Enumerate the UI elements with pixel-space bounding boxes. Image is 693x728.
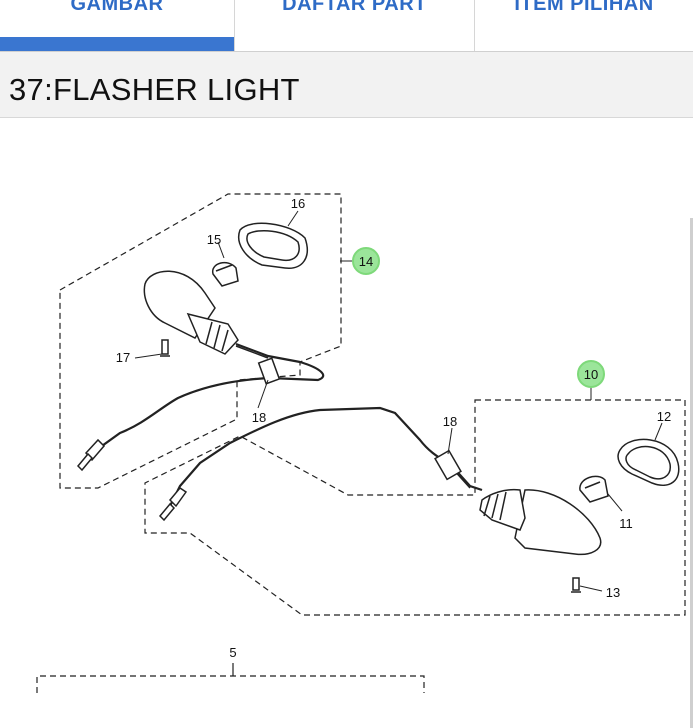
- page-header: 37:FLASHER LIGHT: [0, 52, 693, 118]
- assembly-14-outline: [59, 193, 342, 489]
- left-flasher: [76, 222, 325, 472]
- tab-gambar[interactable]: GAMBAR: [0, 0, 234, 52]
- page-title: 37:FLASHER LIGHT: [9, 72, 300, 107]
- tab-item-pilihan-label: ITEM PILIHAN: [514, 0, 654, 15]
- callout-13[interactable]: 13: [606, 585, 620, 600]
- callout-10-highlight: [577, 360, 605, 388]
- callout-5[interactable]: 5: [229, 645, 236, 660]
- right-flasher: [158, 406, 680, 593]
- callout-15[interactable]: 15: [207, 232, 221, 247]
- active-tab-indicator: [0, 37, 234, 52]
- callout-14[interactable]: 14: [359, 254, 373, 269]
- tab-bar-divider: [0, 51, 693, 52]
- tab-daftar-part-label: DAFTAR PART: [282, 0, 427, 15]
- lens-12: [617, 438, 680, 486]
- callout-18-left[interactable]: 18: [252, 410, 266, 425]
- assembly-5-outline: [36, 675, 425, 693]
- tab-item-pilihan[interactable]: ITEM PILIHAN: [474, 0, 693, 52]
- parts-diagram[interactable]: 16 15 14 17 18 18 10 12 11 13 5: [0, 118, 693, 728]
- tab-bar: GAMBAR DAFTAR PART ITEM PILIHAN: [0, 0, 693, 52]
- bulb-15: [212, 261, 239, 287]
- right-flasher-housing: [514, 489, 602, 556]
- callout-16[interactable]: 16: [291, 196, 305, 211]
- tab-gambar-label: GAMBAR: [70, 0, 164, 15]
- assembly-10-outline: [144, 399, 686, 616]
- callout-14-highlight: [352, 247, 380, 275]
- parts-diagram-svg: 16 15 14 17 18 18 10 12 11 13 5: [36, 193, 686, 693]
- bulb-11: [579, 475, 609, 503]
- callout-12[interactable]: 12: [657, 409, 671, 424]
- tab-daftar-part[interactable]: DAFTAR PART: [234, 0, 474, 52]
- scrollbar[interactable]: [690, 218, 693, 728]
- lens-16: [238, 222, 308, 269]
- left-flasher-wire: [79, 342, 325, 469]
- right-flasher-wire: [164, 406, 483, 517]
- callout-11[interactable]: 11: [619, 516, 633, 531]
- screw-13: [572, 577, 580, 591]
- callout-17[interactable]: 17: [116, 350, 130, 365]
- callout-18-right[interactable]: 18: [443, 414, 457, 429]
- screw-17: [161, 339, 169, 355]
- callout-10[interactable]: 10: [584, 367, 598, 382]
